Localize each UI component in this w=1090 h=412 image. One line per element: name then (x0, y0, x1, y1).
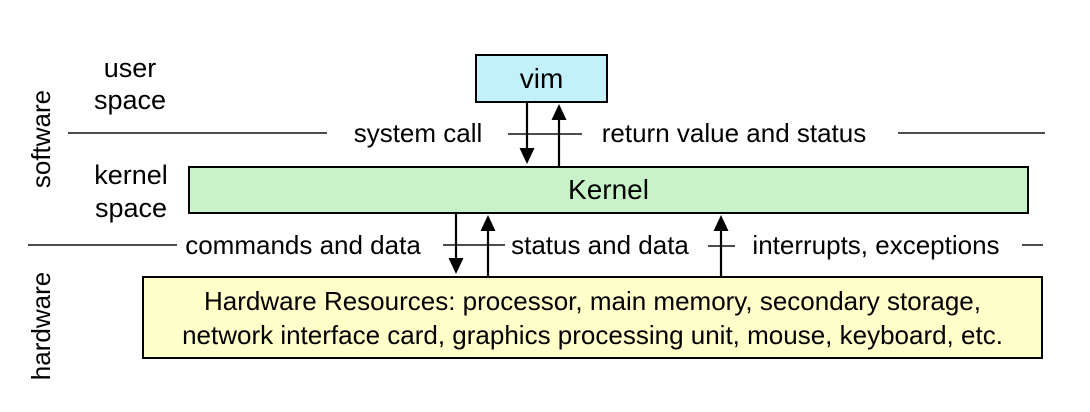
system-call-label: system call (353, 118, 483, 148)
return-value-status-label: return value and status (601, 118, 867, 148)
return-value-up-arrow-icon (551, 104, 567, 166)
vim-box-label: vim (519, 62, 564, 94)
interrupts-exceptions-label: interrupts, exceptions (752, 230, 1000, 260)
user-kernel-divider-left (68, 132, 327, 134)
kernel-space-label: kernel space (51, 159, 211, 225)
hardware-resources-line1: Hardware Resources: processor, main memo… (204, 285, 981, 316)
kernel-box-label: Kernel (568, 174, 649, 205)
software-hardware-divider-left (28, 244, 177, 246)
user-kernel-divider-right (898, 132, 1045, 134)
user-kernel-divider-middle (508, 133, 582, 135)
user-space-label: user space (50, 52, 210, 116)
commands-and-data-label: commands and data (185, 230, 421, 260)
kernel-space-label-line2: space (94, 193, 168, 223)
user-space-label-line1: user (103, 53, 157, 83)
status-and-data-label: status and data (511, 230, 689, 260)
software-hardware-divider-middle (443, 244, 505, 246)
kernel-space-label-line1: kernel (94, 160, 168, 190)
hardware-resources-line2: network interface card, graphics process… (182, 319, 1003, 350)
software-hardware-divider-right (1022, 244, 1043, 246)
user-space-label-line2: space (93, 85, 167, 115)
kernel-box: Kernel (188, 166, 1029, 214)
hardware-side-label: hardware (26, 271, 56, 381)
hardware-resources-box: Hardware Resources: processor, main memo… (142, 276, 1043, 359)
vim-box: vim (475, 54, 608, 103)
